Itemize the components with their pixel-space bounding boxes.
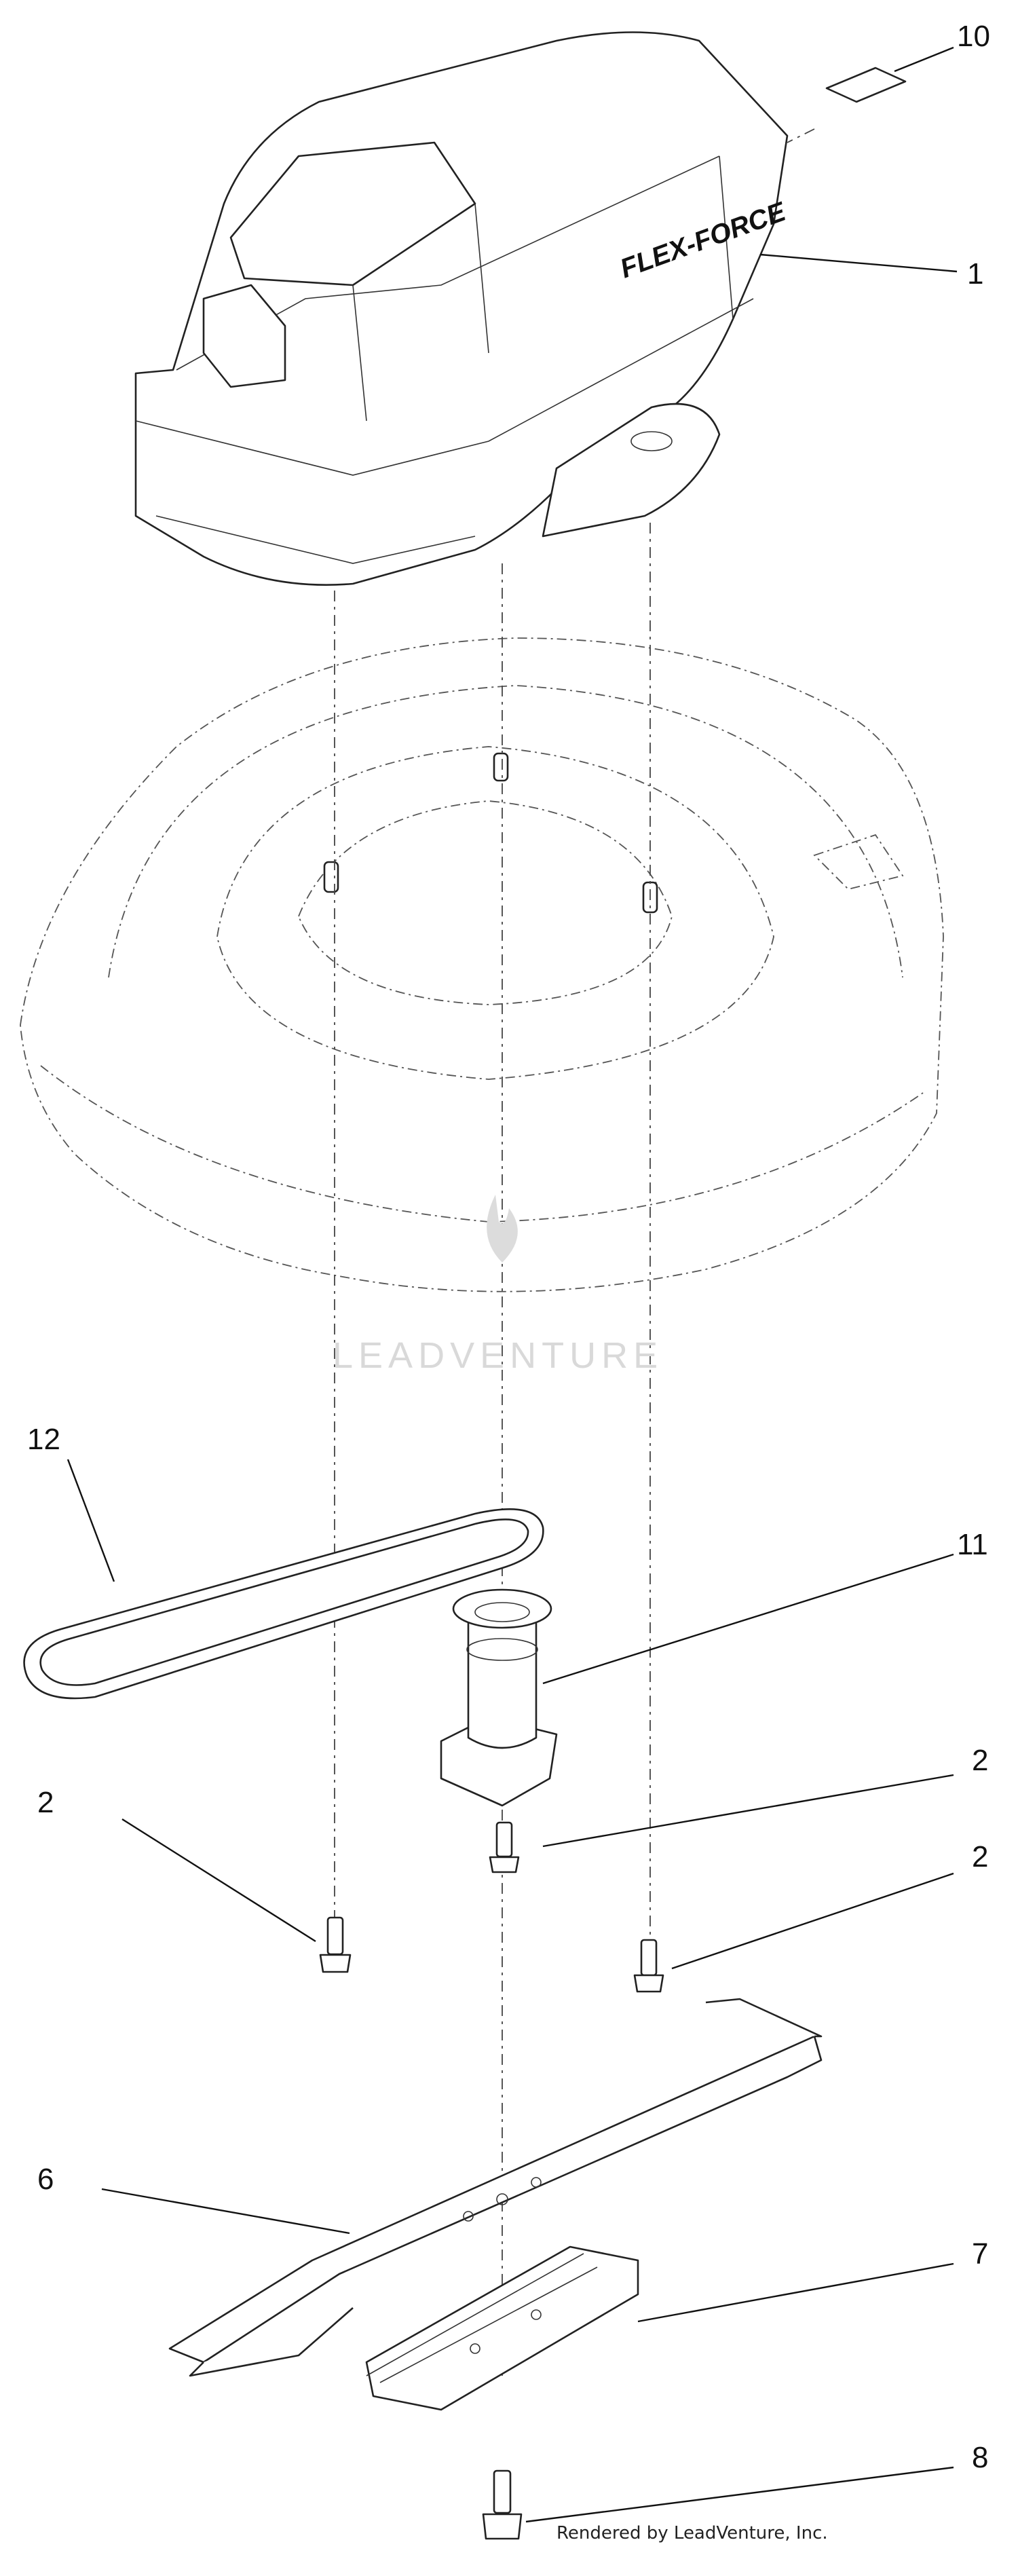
callout-2a: 2: [37, 1786, 54, 1819]
blade-mount-plate: [365, 2245, 639, 2411]
callout-7: 7: [972, 2237, 988, 2271]
pulley-spindle: [440, 1588, 558, 1807]
mower-deck-outline: [20, 637, 944, 1292]
bolt-right: [633, 1939, 664, 1993]
callout-2c: 2: [972, 1840, 988, 1873]
callout-leader-lines: [67, 46, 958, 2523]
callout-8: 8: [972, 2441, 988, 2474]
drive-belt: [23, 1508, 544, 1700]
bolt-center: [489, 1821, 520, 1873]
callout-1: 1: [967, 257, 983, 291]
label-strip: [825, 67, 907, 103]
callout-11: 11: [957, 1528, 988, 1561]
callout-10: 10: [957, 20, 990, 53]
motor-housing: FLEX-FORCE: [134, 31, 790, 586]
blade-bolt: [482, 2469, 523, 2540]
watermark-text: LEADVENTURE: [333, 1335, 663, 1376]
bolt-left: [319, 1916, 352, 1973]
cutting-blade: [168, 1998, 823, 2377]
assembly-center-lines: [334, 128, 815, 2376]
leadventure-watermark: LEADVENTURE: [333, 1195, 663, 1376]
callout-labels: 10 1 12 11 2 2 2 6 7 8: [27, 20, 990, 2474]
callout-12: 12: [27, 1423, 60, 1456]
callout-6: 6: [37, 2163, 54, 2196]
callout-2b: 2: [972, 1744, 988, 1777]
render-credit: Rendered by LeadVenture, Inc.: [557, 2523, 828, 2543]
